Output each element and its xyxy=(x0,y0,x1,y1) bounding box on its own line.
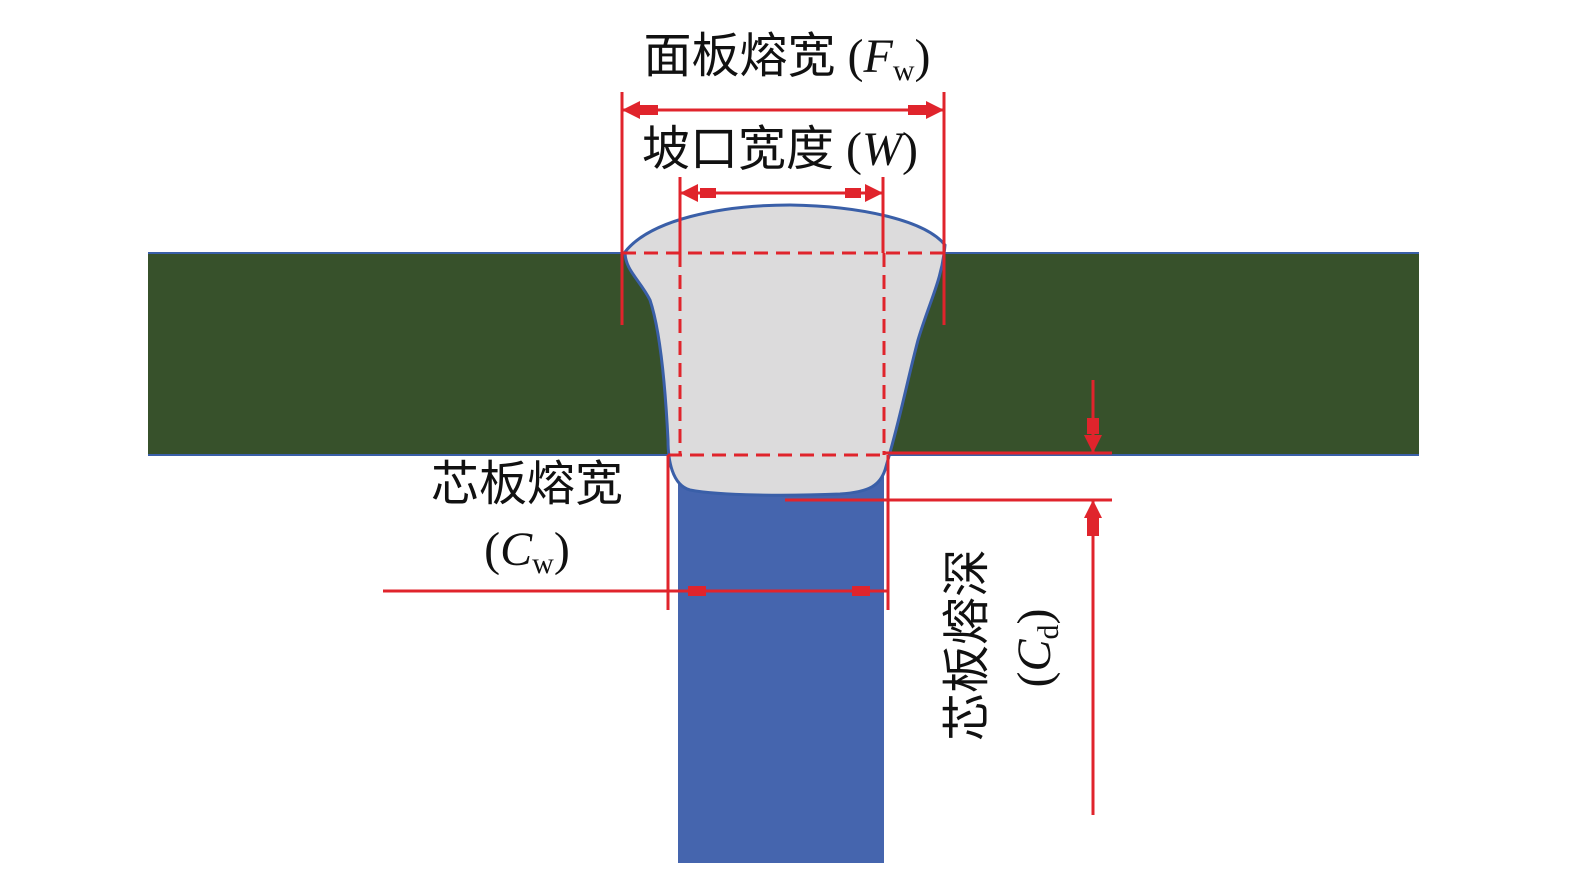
core-depth-symbol: (Cd) xyxy=(1008,609,1065,688)
core-depth-label: 芯板熔深 xyxy=(941,549,994,741)
face-width-dimension xyxy=(620,92,946,325)
groove-width-label: 坡口宽度 (W) xyxy=(642,123,918,176)
core-plate xyxy=(678,455,884,863)
core-width-label: 芯板熔宽 xyxy=(431,458,623,511)
core-width-symbol: (Cw) xyxy=(484,523,570,580)
groove-outline-dashed xyxy=(622,251,945,457)
core-width-dimension xyxy=(383,455,890,610)
core-depth-dimension xyxy=(785,380,1112,815)
groove-width-dimension xyxy=(678,177,885,253)
weld-bead xyxy=(623,203,947,497)
face-width-label: 面板熔宽 (Fw) xyxy=(644,30,931,87)
